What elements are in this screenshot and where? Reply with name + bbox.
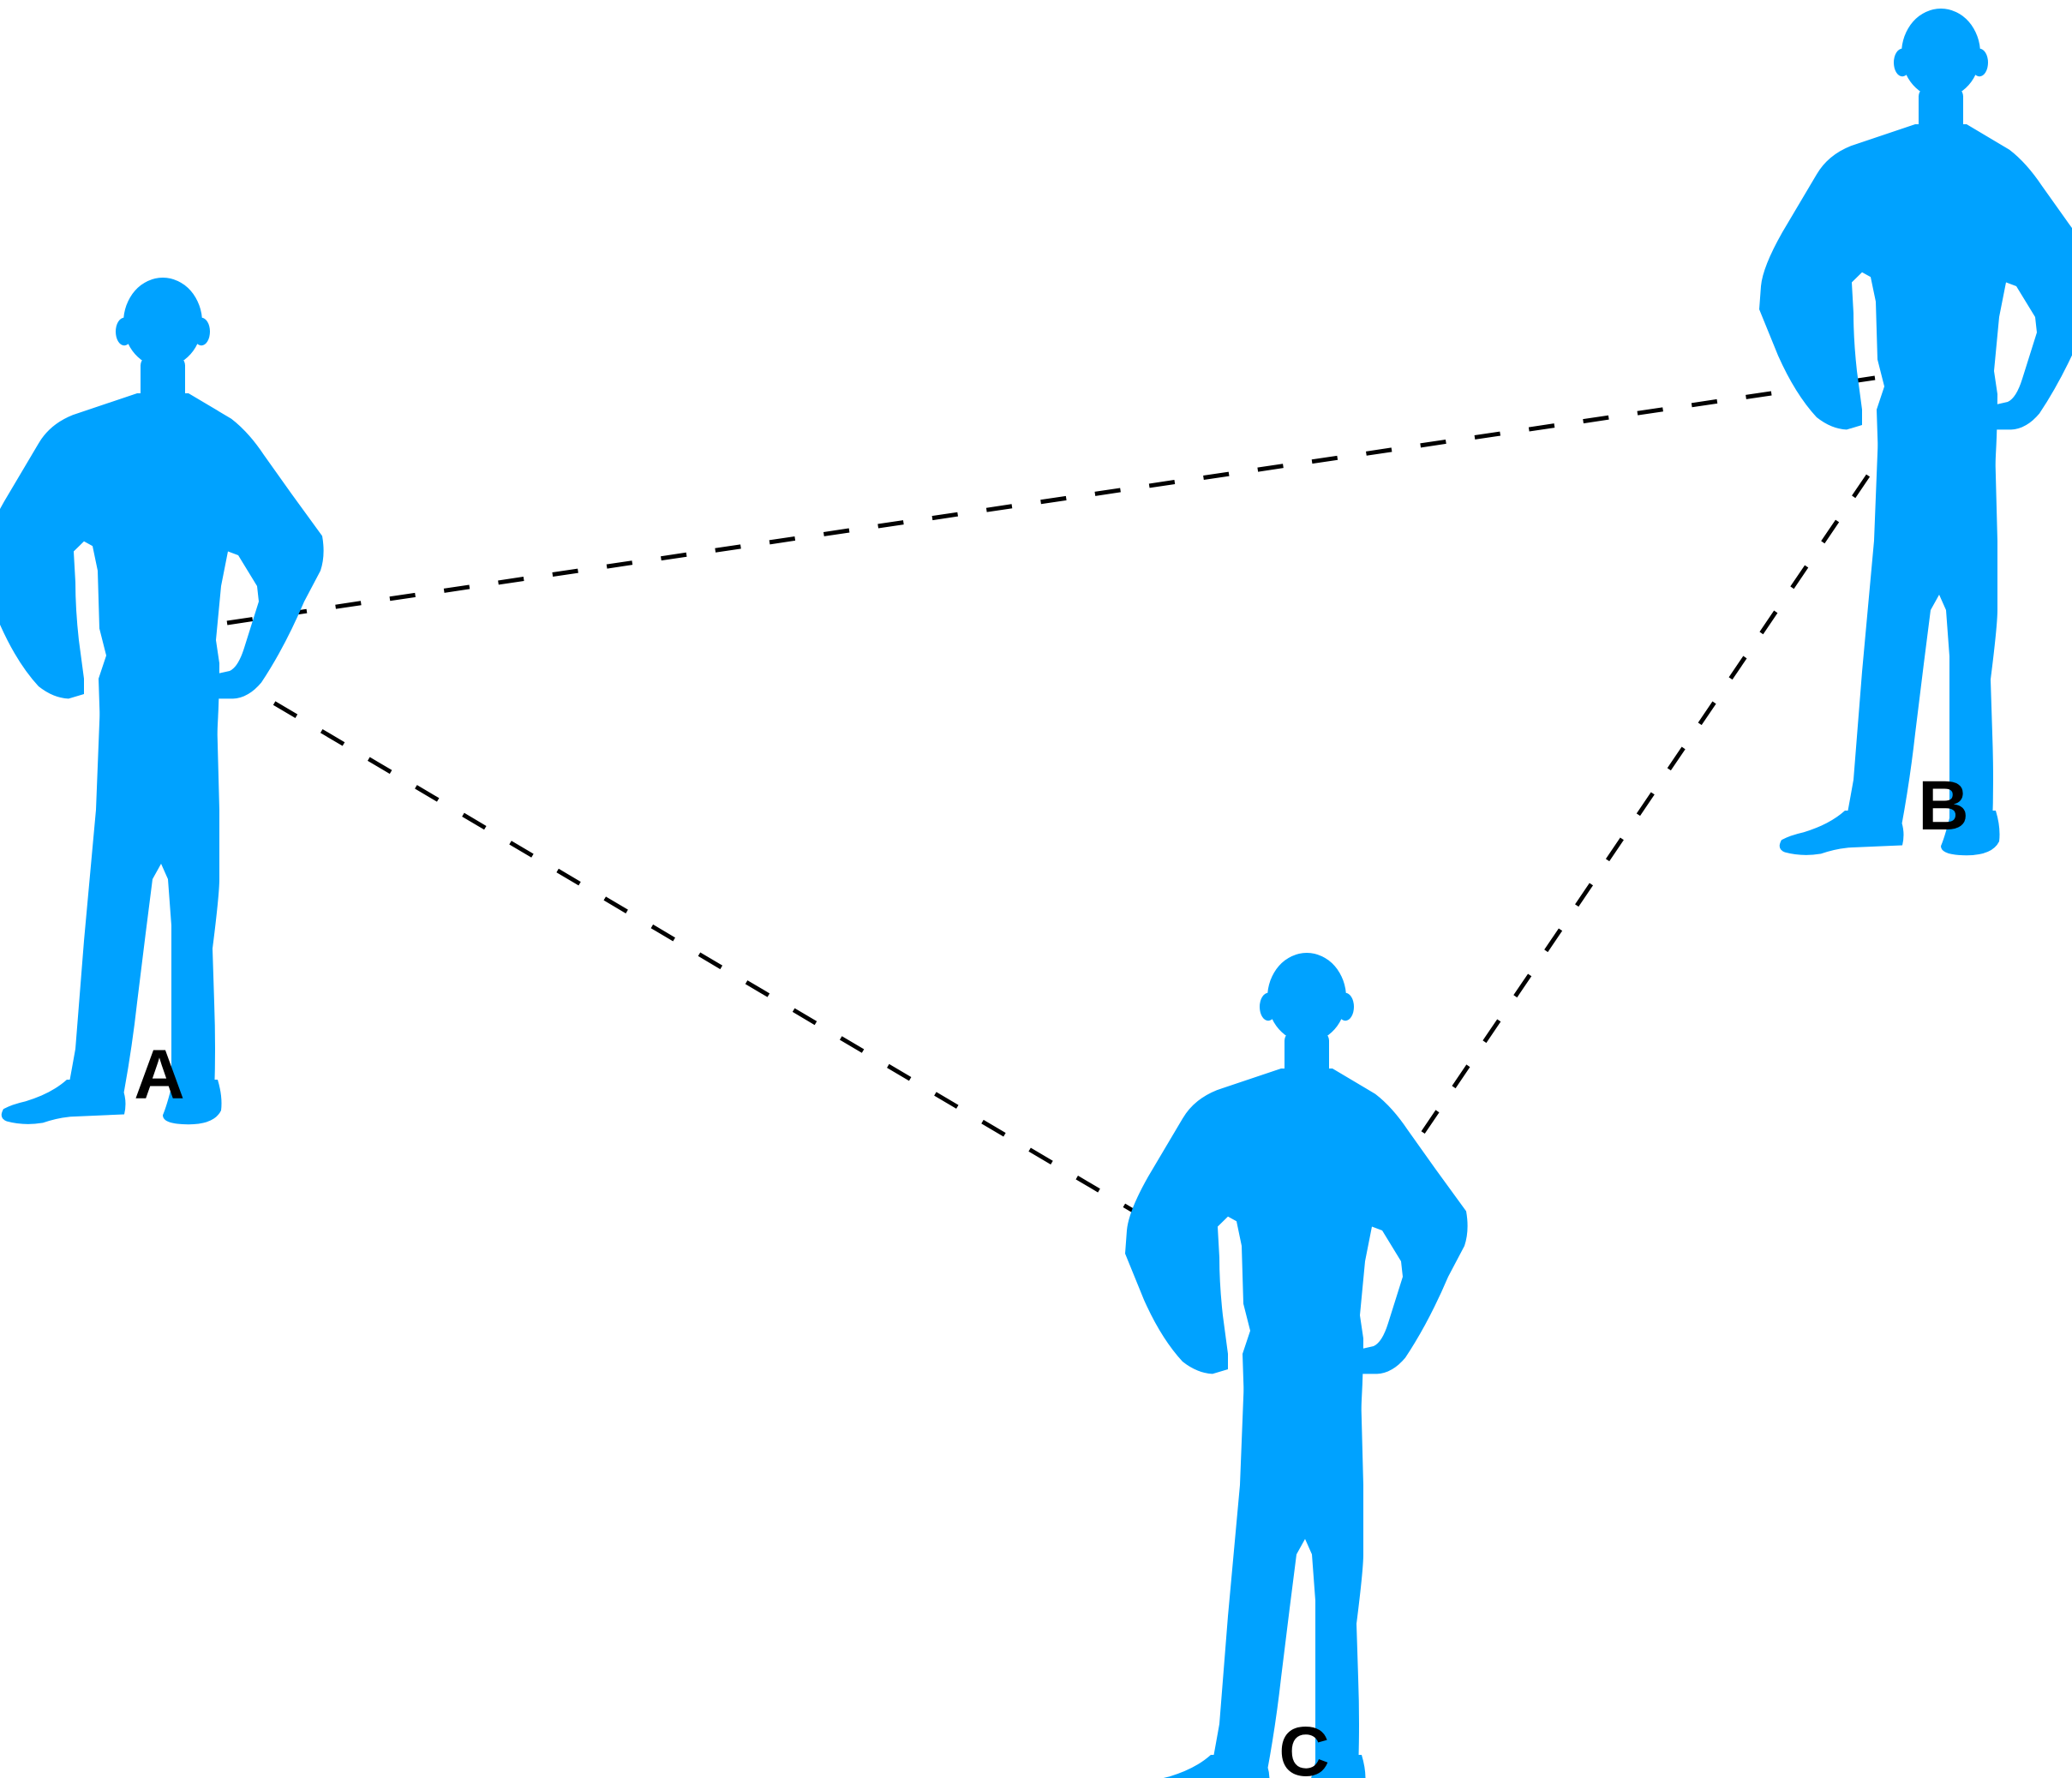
person-b: B bbox=[1759, 9, 2072, 856]
connector-b-c bbox=[1416, 474, 1871, 1141]
person-label-b: B bbox=[1918, 767, 1968, 845]
person-silhouette-icon bbox=[1125, 953, 1468, 1778]
connector-a-b bbox=[226, 375, 1876, 626]
connectors bbox=[225, 375, 1876, 1245]
person-c: C bbox=[1125, 953, 1468, 1778]
person-label-c: C bbox=[1279, 1713, 1329, 1778]
person-silhouette-icon bbox=[1759, 9, 2072, 856]
person-a: A bbox=[0, 278, 324, 1125]
connector-a-c bbox=[225, 673, 1189, 1245]
person-silhouette-icon bbox=[0, 278, 324, 1125]
person-label-a: A bbox=[134, 1036, 184, 1114]
